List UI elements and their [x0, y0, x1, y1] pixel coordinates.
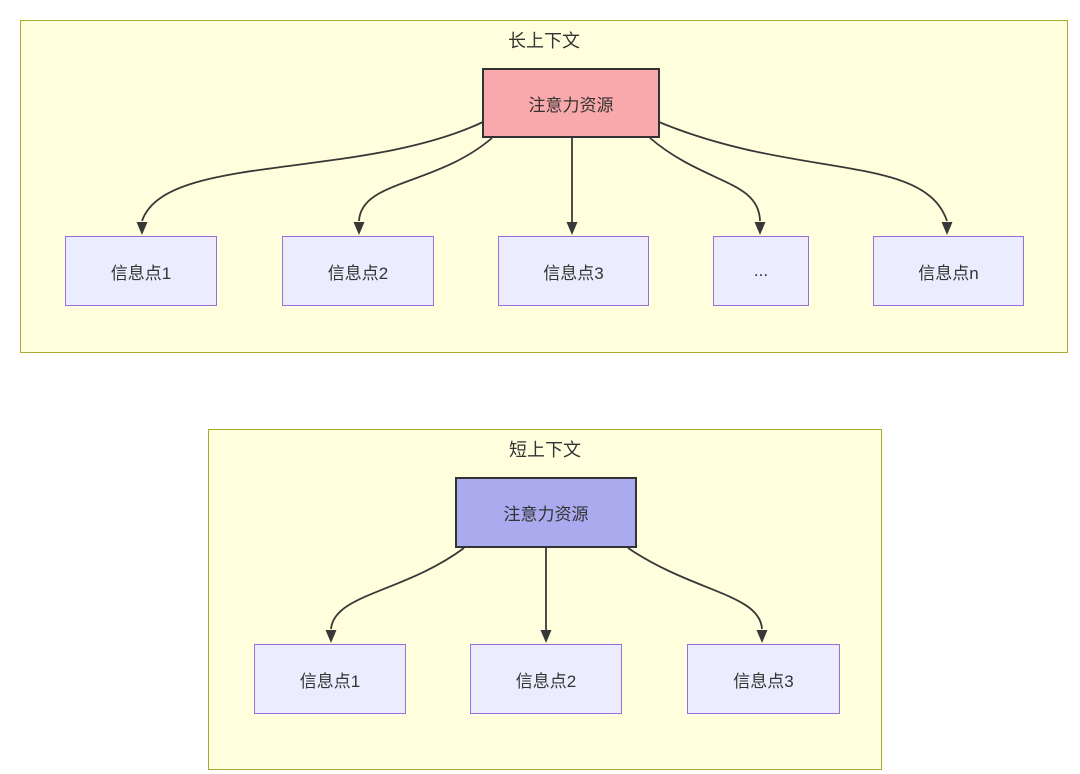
node-attention-resource-long: 注意力资源	[482, 68, 660, 138]
node-info-point-1-short: 信息点1	[254, 644, 406, 714]
long-context-title: 长上下文	[508, 31, 580, 51]
node-info-point-3-long: 信息点3	[498, 236, 649, 306]
short-context-title: 短上下文	[509, 440, 581, 460]
node-info-point-3-short: 信息点3	[687, 644, 840, 714]
node-info-point-n-long: 信息点n	[873, 236, 1024, 306]
node-info-point-1-long: 信息点1	[65, 236, 217, 306]
node-info-point-2-short: 信息点2	[470, 644, 622, 714]
node-attention-resource-short: 注意力资源	[455, 477, 637, 548]
node-info-point-ellipsis-long: ...	[713, 236, 809, 306]
node-info-point-2-long: 信息点2	[282, 236, 434, 306]
